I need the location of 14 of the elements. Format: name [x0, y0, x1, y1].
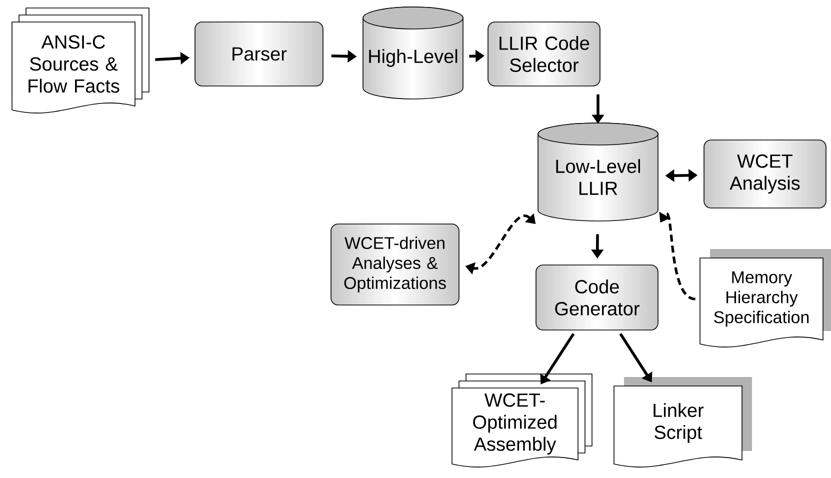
process-box: WCET-driven Analyses & Optimizations	[330, 224, 460, 306]
process-box: LLIR Code Selector	[488, 22, 600, 86]
node-label: WCET-Optimized Assembly	[473, 393, 557, 455]
node-label: Linker Script	[654, 403, 704, 443]
node-label: Memory Hierarchy Specification	[714, 271, 809, 327]
process-box: Parser	[194, 22, 324, 86]
document: Linker Script	[614, 377, 752, 468]
document-stack: WCET-Optimized Assembly	[452, 374, 592, 468]
process-box: Code Generator	[536, 264, 658, 330]
process-box: WCET Analysis	[704, 140, 826, 208]
document: Memory Hierarchy Specification	[700, 249, 831, 348]
database-cylinder: High-Level	[362, 6, 464, 100]
database-cylinder: Low-Level LLIR	[538, 122, 658, 222]
document-stack: ANSI-C Sources & Flow Facts	[12, 8, 150, 114]
